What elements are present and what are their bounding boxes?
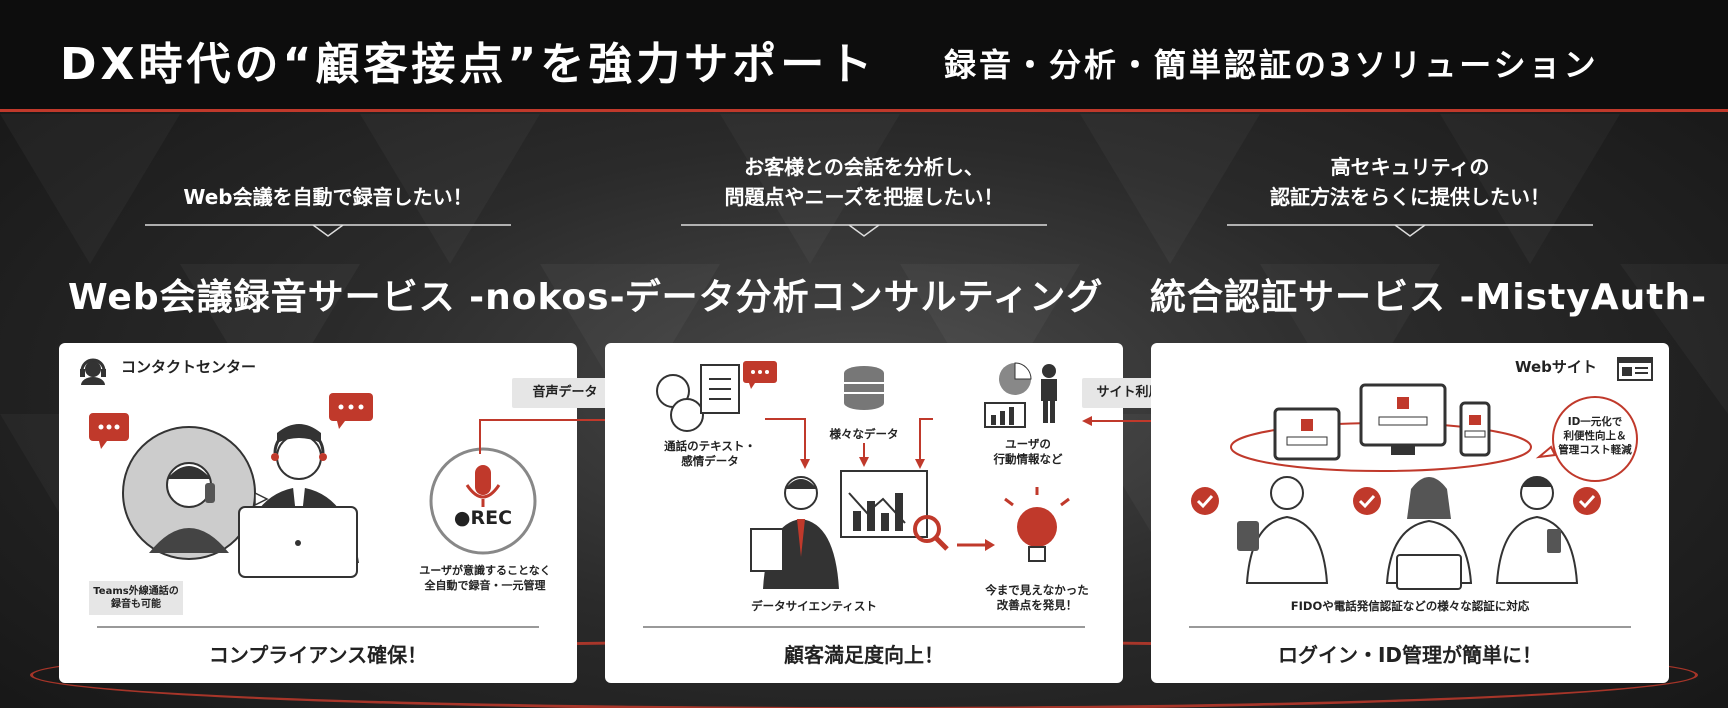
teams-note-badge: Teams外線通話の 録音も可能	[89, 581, 183, 615]
service-title: データ分析コンサルティング	[624, 277, 1104, 318]
nokos-caption: ユーザが意識することなく 全自動で録音・一元管理	[419, 564, 551, 592]
auth-illustration	[1191, 383, 1638, 590]
divider	[681, 224, 1047, 238]
card-divider	[97, 626, 539, 628]
service-title: 統合認証サービス -MistyAuth-	[1150, 277, 1708, 318]
card-footer: 顧客満足度向上！	[784, 643, 944, 667]
card-label: コンタクトセンター	[121, 358, 257, 376]
rec-label: ●REC	[453, 507, 513, 529]
need-text: お客様との会話を分析し、 問題点やニーズを把握したい！	[724, 155, 1004, 209]
card-analysis: 通話のテキスト・ 感情データ 様々なデータ ユーザの 行動情報など データサイエ…	[605, 343, 1123, 683]
card-footer: ログイン・ID管理が簡単に！	[1277, 643, 1543, 667]
rec-icon	[429, 447, 537, 555]
website-icon	[1617, 357, 1653, 381]
need-text: Web会議を自動で録音したい！	[183, 185, 473, 209]
column-analysis: お客様との会話を分析し、 問題点やニーズを把握したい！ データ分析コンサルティン…	[604, 140, 1124, 320]
service-title: Web会議録音サービス -nokos-	[68, 277, 626, 318]
discovery-label: 今まで見えなかった 改善点を発見！	[985, 583, 1089, 612]
analysis-illustration	[656, 361, 1070, 589]
card-divider	[1189, 626, 1631, 628]
page-subtitle: 録音・分析・簡単認証の3ソリューション	[944, 46, 1599, 84]
divider	[145, 224, 511, 238]
id-unification-bubble: ID一元化で 利便性向上＆ 管理コスト軽減	[1558, 416, 1632, 456]
headset-icon	[80, 358, 106, 385]
auth-caption: FIDOや電話発信認証などの様々な認証に対応	[1290, 599, 1530, 613]
card-footer: コンプライアンス確保！	[208, 643, 428, 667]
column-nokos: Web会議を自動で録音したい！ Web会議録音サービス -nokos-	[68, 140, 626, 320]
card-divider	[643, 626, 1085, 628]
voice-data-tag: 音声データ	[512, 378, 618, 408]
behavior-info-label: ユーザの 行動情報など	[993, 437, 1063, 466]
divider	[1227, 224, 1593, 238]
need-text: 高セキュリティの 認証方法をらくに提供したい！	[1270, 155, 1550, 209]
page-header: DX時代の“顧客接点”を強力サポート 録音・分析・簡単認証の3ソリューション	[0, 0, 1728, 112]
text-emotion-data-label: 通話のテキスト・ 感情データ	[664, 439, 756, 468]
various-data-label: 様々なデータ	[829, 427, 899, 441]
data-scientist-label: データサイエンティスト	[751, 599, 877, 613]
card-mistyauth: Webサイト ID一元化で 利便性向上＆ 管理コスト軽減 FIDOや電話発信認証…	[1151, 343, 1669, 683]
column-mistyauth: 高セキュリティの 認証方法をらくに提供したい！ 統合認証サービス -MistyA…	[1150, 140, 1708, 320]
page-title: DX時代の“顧客接点”を強力サポート	[60, 39, 877, 90]
card-nokos: コンタクトセンター Teams外線通話の 録音も可能 ●REC ユーザが意識する…	[59, 343, 577, 683]
card-label: Webサイト	[1515, 358, 1597, 376]
contact-center-illustration	[89, 393, 373, 578]
